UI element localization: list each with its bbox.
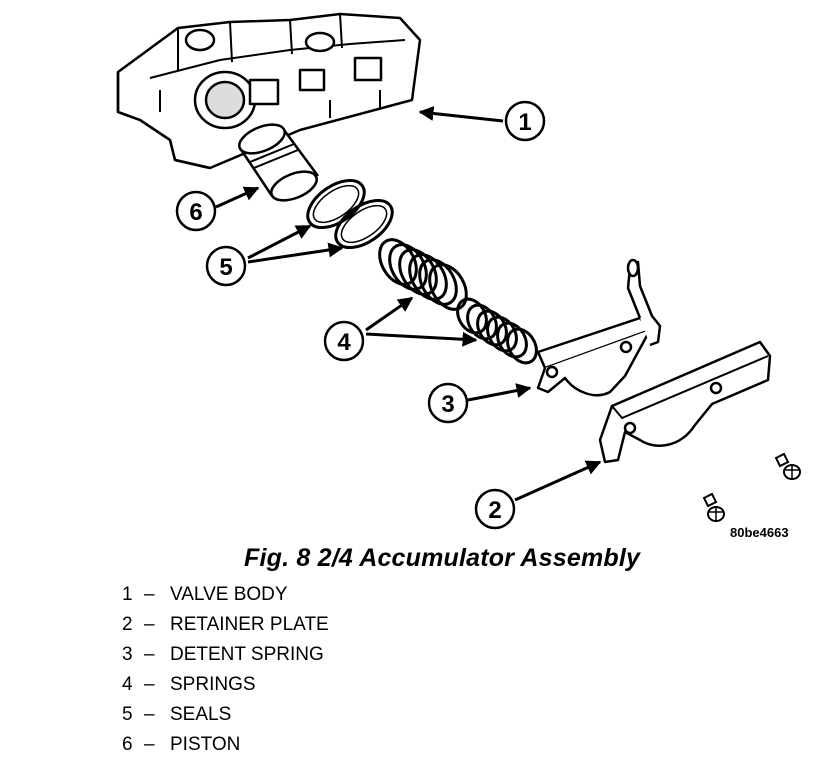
bolt-part — [702, 492, 725, 522]
figure-caption: Fig. 8 2/4 Accumulator Assembly — [244, 544, 641, 572]
legend-separator: – — [144, 614, 155, 635]
legend-number: 3 — [122, 644, 133, 665]
callout-2: 2 — [474, 488, 516, 530]
legend-item: 4–SPRINGS — [122, 674, 329, 704]
callout-6: 6 — [175, 190, 217, 232]
legend-item: 1–VALVE BODY — [122, 584, 329, 614]
legend-item: 2–RETAINER PLATE — [122, 614, 329, 644]
legend-number: 5 — [122, 704, 133, 725]
piston-part — [238, 123, 320, 202]
svg-text:2: 2 — [488, 497, 501, 524]
valve-body-part — [116, 12, 422, 170]
svg-text:3: 3 — [441, 391, 454, 418]
legend-item: 6–PISTON — [122, 734, 329, 764]
legend-label: DETENT SPRING — [170, 644, 324, 665]
legend-item: 5–SEALS — [122, 704, 329, 734]
legend-item: 3–DETENT SPRING — [122, 644, 329, 674]
svg-text:4: 4 — [337, 329, 351, 356]
accumulator-exploded-diagram: 1 2 3 4 5 6 80be4663 — [116, 12, 801, 540]
legend-label: SPRINGS — [170, 674, 256, 695]
callout-1: 1 — [504, 100, 546, 142]
legend-number: 4 — [122, 674, 133, 695]
parts-legend: 1–VALVE BODY 2–RETAINER PLATE 3–DETENT S… — [122, 584, 329, 764]
springs-part — [378, 238, 538, 365]
legend-label: RETAINER PLATE — [170, 614, 329, 635]
legend-number: 1 — [122, 584, 133, 605]
legend-number: 2 — [122, 614, 133, 635]
legend-separator: – — [144, 734, 155, 755]
image-code-label: 80be4663 — [730, 525, 789, 540]
callout-4: 4 — [323, 320, 365, 362]
legend-separator: – — [144, 584, 155, 605]
callout-5: 5 — [205, 245, 247, 287]
legend-separator: – — [144, 674, 155, 695]
legend-number: 6 — [122, 734, 133, 755]
legend-label: VALVE BODY — [170, 584, 288, 605]
legend-label: SEALS — [170, 704, 232, 725]
seals-part — [306, 178, 394, 250]
retainer-plate-part — [598, 340, 772, 464]
legend-separator: – — [144, 644, 155, 665]
svg-text:5: 5 — [219, 254, 232, 281]
svg-text:6: 6 — [189, 199, 202, 226]
legend-separator: – — [144, 704, 155, 725]
svg-text:1: 1 — [518, 109, 531, 136]
callout-3: 3 — [427, 382, 469, 424]
bolt-part — [774, 452, 801, 480]
detent-spring-part — [536, 258, 662, 397]
leader-arrows — [215, 105, 602, 502]
legend-label: PISTON — [170, 734, 241, 755]
